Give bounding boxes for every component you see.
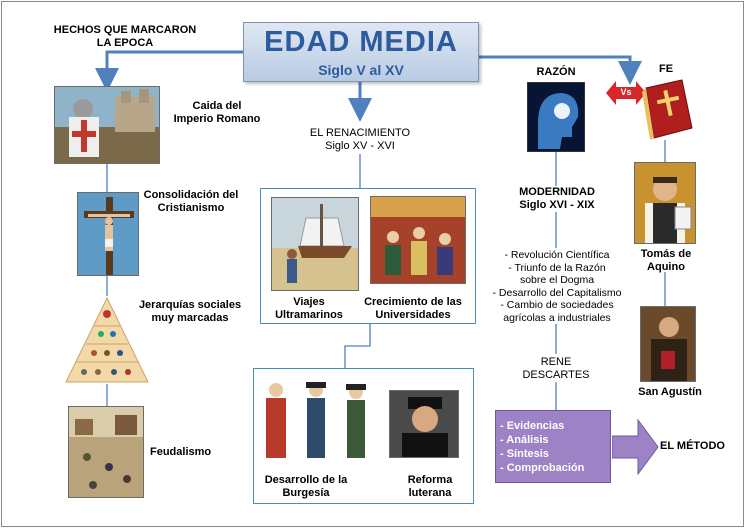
metodo-label: EL MÉTODO bbox=[660, 440, 725, 452]
metodo-arrow-icon bbox=[612, 418, 659, 476]
holy-bible-icon bbox=[640, 78, 694, 140]
arrow-to-fe bbox=[479, 55, 642, 85]
san-agustin-icon bbox=[640, 306, 696, 382]
social-pyramid-icon bbox=[64, 296, 150, 384]
thinking-head-icon bbox=[527, 82, 585, 152]
vs-label: Vs bbox=[620, 87, 632, 97]
tomas-aquino-icon bbox=[634, 162, 696, 244]
fe-label: FE bbox=[658, 63, 674, 75]
line-renac-2 bbox=[344, 324, 371, 368]
title-box: EDAD MEDIA Siglo V al XV bbox=[243, 22, 479, 82]
page-subtitle: Siglo V al XV bbox=[318, 62, 404, 78]
feudal-village-icon bbox=[68, 406, 144, 498]
razon-label: RAZÓN bbox=[536, 66, 576, 78]
bourgeois-figures-icon bbox=[258, 376, 376, 468]
crucifix-icon bbox=[77, 192, 139, 276]
arrow-to-hechos bbox=[95, 50, 243, 92]
crusader-knight-icon bbox=[54, 86, 160, 164]
metodo-steps-box: - Evidencias- Análisis - Síntesis- Compr… bbox=[495, 410, 611, 483]
feudalismo-label: Feudalismo bbox=[150, 446, 212, 458]
luther-portrait-icon bbox=[389, 390, 459, 458]
san-agustin-label: San Agustín bbox=[638, 386, 702, 398]
modernidad-bullets: - Revolución Científica- Triunfo de la R… bbox=[492, 249, 622, 324]
page-title: EDAD MEDIA bbox=[264, 26, 458, 58]
vs-arrow-icon bbox=[606, 81, 646, 105]
ship-voyage-icon bbox=[271, 197, 359, 291]
university-scene-icon bbox=[370, 196, 466, 284]
